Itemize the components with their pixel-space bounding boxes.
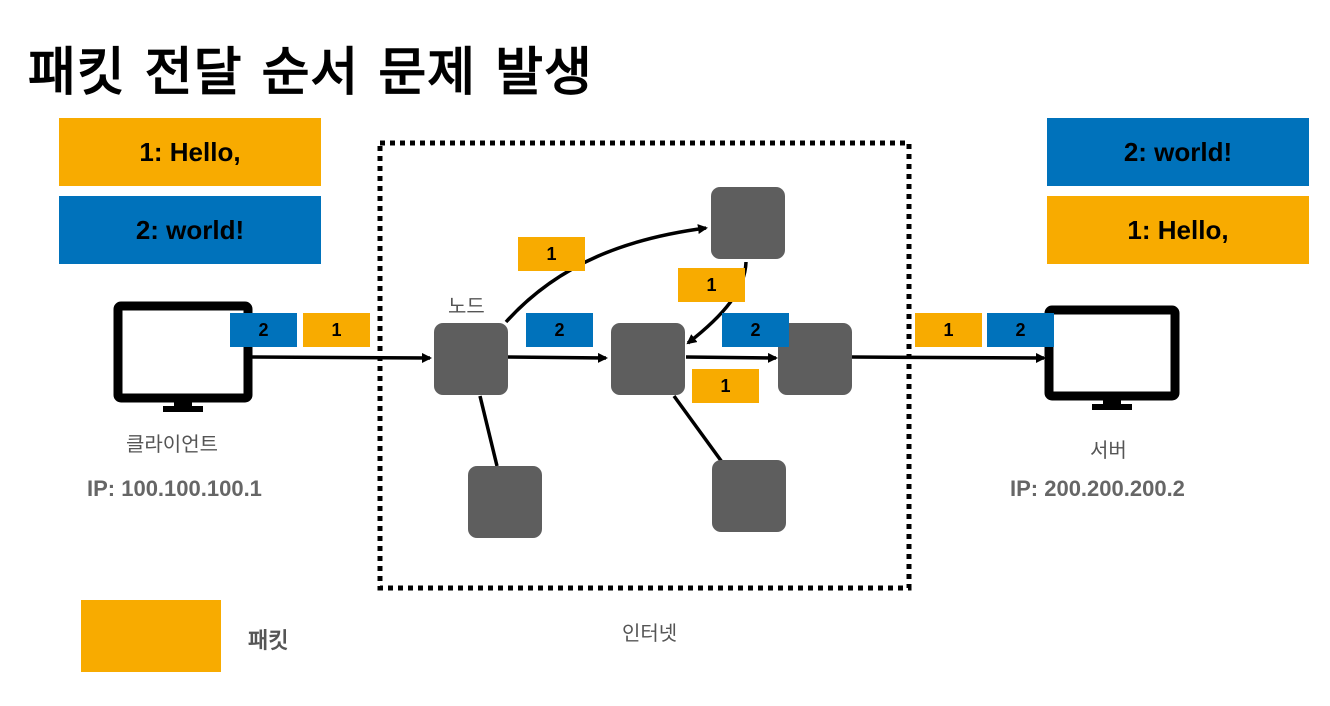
packet-node-center-2: 2 (526, 313, 593, 347)
server-message-1: 2: world! (1047, 118, 1309, 186)
link-node-top (504, 224, 708, 324)
node-center (611, 323, 685, 395)
link-node-center (507, 352, 608, 363)
client-label: 클라이언트 (126, 432, 218, 456)
link-center-bottomright (672, 394, 724, 464)
node-label: 노드 (448, 294, 485, 318)
node-entry (434, 323, 508, 395)
link-right-server (851, 352, 1046, 363)
node-exit (778, 323, 852, 395)
packet-server-1: 1 (915, 313, 982, 347)
client-monitor-icon (113, 301, 253, 412)
link-client-node (249, 352, 432, 363)
server-label: 서버 (1090, 438, 1127, 462)
node-bottom-right (712, 460, 786, 532)
internet-boundary (377, 140, 912, 591)
link-center-right (685, 352, 778, 363)
packet-client-1: 1 (303, 313, 370, 347)
packet-to-top-1: 1 (518, 237, 585, 271)
server-message-2: 1: Hello, (1047, 196, 1309, 264)
client-ip: IP: 100.100.100.1 (87, 476, 262, 501)
node-bottom-left (468, 466, 542, 538)
packet-center-right-2: 2 (722, 313, 789, 347)
internet-label: 인터넷 (622, 621, 678, 645)
server-ip: IP: 200.200.200.2 (1010, 476, 1185, 501)
node-top (711, 187, 785, 259)
packet-client-2: 2 (230, 313, 297, 347)
client-message-1: 1: Hello, (59, 118, 321, 186)
link-node-bottom (478, 395, 499, 467)
server-monitor-icon (1044, 305, 1180, 410)
packet-top-down-1: 1 (678, 268, 745, 302)
legend-packet-label: 패킷 (248, 629, 289, 654)
client-message-2: 2: world! (59, 196, 321, 264)
legend-packet-swatch (81, 600, 221, 672)
page-title: 패킷 전달 순서 문제 발생 (28, 43, 593, 103)
packet-center-right-1: 1 (692, 369, 759, 403)
packet-server-2: 2 (987, 313, 1054, 347)
